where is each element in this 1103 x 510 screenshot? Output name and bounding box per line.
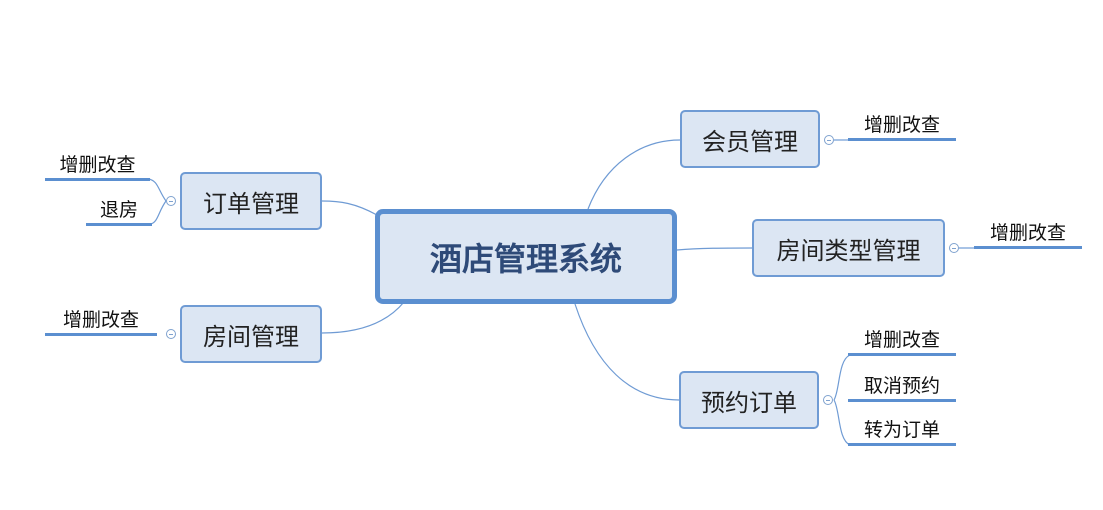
leaf-underline [848,138,956,141]
link-root-roomtype [676,247,753,251]
leaf-underline [848,443,956,446]
leaf-room-1[interactable]: 增删改查 [45,301,157,336]
leaf-booking-1[interactable]: 增删改查 [848,320,956,356]
branch-booking[interactable]: 预约订单 [679,371,819,429]
leaf-member-1-label: 增删改查 [863,113,940,136]
link-root-member [587,139,681,210]
leaf-underline [86,223,152,226]
leaf-booking-3[interactable]: 转为订单 [848,410,956,446]
leaf-underline [45,178,150,181]
link-booking-leaf-1 [833,354,851,401]
branch-member-label: 会员管理 [702,127,798,156]
leaf-order-2-label: 退房 [99,198,138,221]
collapse-member-icon[interactable] [824,135,834,145]
branch-booking-label: 预约订单 [701,388,797,417]
link-root-order [321,200,378,216]
branch-member[interactable]: 会员管理 [680,110,820,168]
root-label: 酒店管理系统 [429,239,622,278]
branch-roomtype[interactable]: 房间类型管理 [752,219,945,277]
leaf-order-1[interactable]: 增删改查 [45,146,150,181]
leaf-room-1-label: 增删改查 [62,309,139,331]
leaf-order-2[interactable]: 退房 [86,190,152,226]
leaf-roomtype-1-label: 增删改查 [989,221,1066,244]
leaf-roomtype-1[interactable]: 增删改查 [974,213,1082,249]
link-booking-leaf-3 [833,399,851,446]
collapse-booking-icon[interactable] [823,395,833,405]
collapse-order-icon[interactable] [166,196,176,206]
link-root-booking [574,303,680,401]
leaf-member-1[interactable]: 增删改查 [848,105,956,141]
leaf-booking-1-label: 增删改查 [863,328,940,351]
collapse-room-icon[interactable] [166,329,176,339]
branch-room[interactable]: 房间管理 [180,305,322,363]
leaf-booking-2-label: 取消预约 [863,374,940,397]
branch-order-label: 订单管理 [203,189,299,218]
branch-roomtype-label: 房间类型管理 [776,236,921,265]
root-node[interactable]: 酒店管理系统 [375,209,677,304]
link-order-leaf-2 [149,200,167,225]
leaf-underline [848,399,956,402]
leaf-underline [848,353,956,356]
leaf-order-1-label: 增删改查 [59,154,136,176]
leaf-booking-2[interactable]: 取消预约 [848,366,956,402]
branch-room-label: 房间管理 [203,322,299,351]
collapse-roomtype-icon[interactable] [949,243,959,253]
leaf-underline [974,246,1082,249]
leaf-underline [45,333,157,336]
link-root-room [321,301,405,334]
branch-order[interactable]: 订单管理 [180,172,322,230]
leaf-booking-3-label: 转为订单 [863,418,940,441]
